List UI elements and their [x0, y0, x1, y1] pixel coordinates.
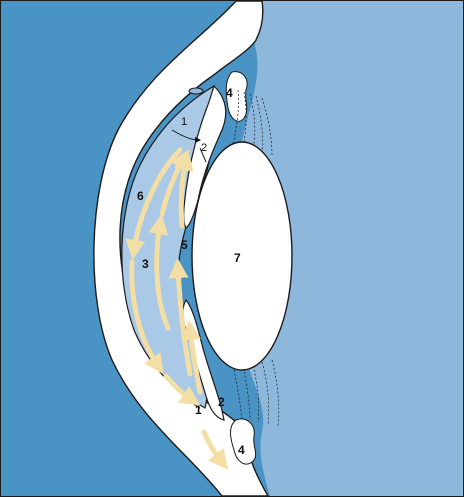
label-3: 3: [142, 257, 149, 271]
label-zonule-4-lower: 4: [238, 443, 245, 457]
label-zonule-4-upper: 4: [226, 86, 233, 100]
label-angle-1-lower: 1: [195, 403, 202, 417]
label-angle-1-upper: 1: [181, 116, 187, 128]
label-7: 7: [234, 251, 241, 265]
label-6: 6: [137, 189, 144, 203]
label-5: 5: [181, 238, 188, 252]
label-angle-2-lower: 2: [218, 395, 225, 409]
label-angle-2-upper: 2: [201, 142, 207, 154]
schlemm-canal-upper: [189, 88, 203, 94]
lens: [192, 142, 292, 370]
